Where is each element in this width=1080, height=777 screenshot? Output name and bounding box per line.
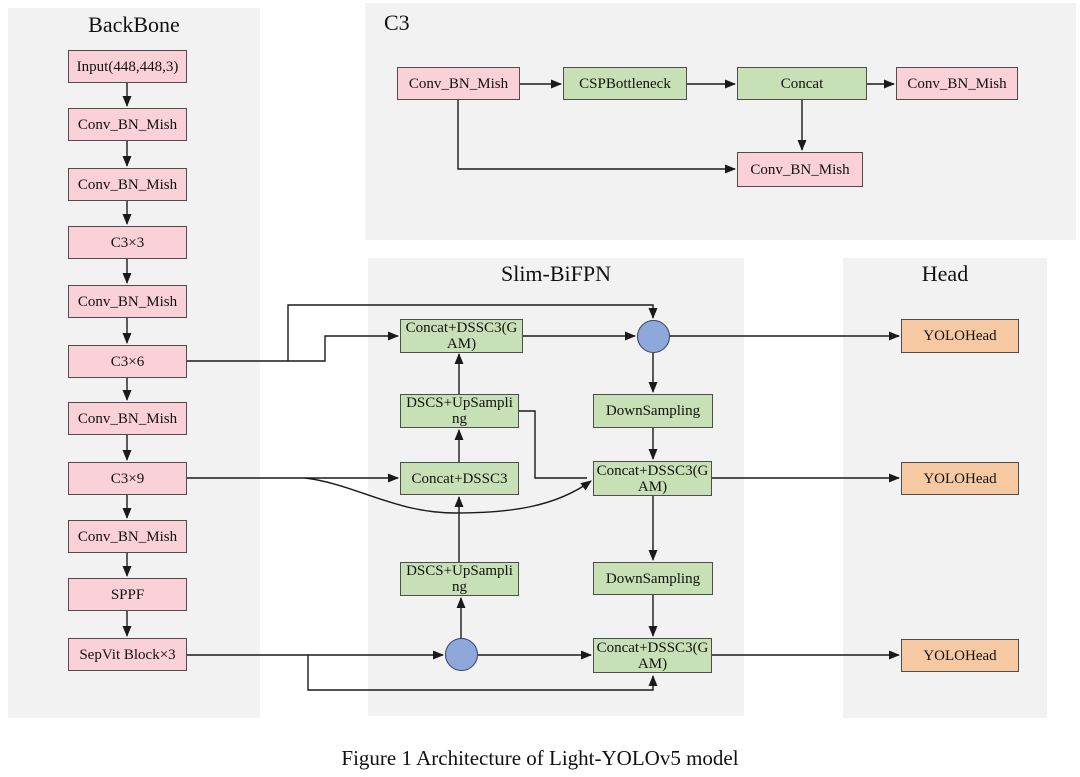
backbone-node-input: Input(448,448,3) xyxy=(68,50,187,83)
backbone-node-conv-bn-mish-1: Conv_BN_Mish xyxy=(68,108,187,141)
backbone-node-c3x6: C3×6 xyxy=(68,345,187,378)
arrow-sepvit-bypass-to-concat-bottom xyxy=(307,655,658,691)
elbow-upsampling1-to-concat-mid xyxy=(519,410,587,479)
figure-caption: Figure 1 Architecture of Light-YOLOv5 mo… xyxy=(341,746,739,770)
slim-node-downsampling-2: DownSampling xyxy=(593,562,713,595)
c3-node-concat: Concat xyxy=(737,67,867,100)
c3-node-conv-bn-mish-in: Conv_BN_Mish xyxy=(397,67,520,100)
backbone-node-sepvit-block: SepVit Block×3 xyxy=(68,638,187,671)
c3-panel xyxy=(365,3,1076,240)
head-node-yolohead-3: YOLOHead xyxy=(901,639,1019,672)
backbone-node-conv-bn-mish-5: Conv_BN_Mish xyxy=(68,520,187,553)
head-title: Head xyxy=(921,261,969,286)
curve-c3x9-to-concat-mid xyxy=(304,477,592,514)
backbone-node-c3x9: C3×9 xyxy=(68,462,187,495)
backbone-node-conv-bn-mish-2: Conv_BN_Mish xyxy=(68,168,187,201)
fusion-circle-icon-2 xyxy=(445,638,478,671)
slim-bifpn-title: Slim-BiFPN xyxy=(500,261,612,286)
c3-title: C3 xyxy=(384,10,410,35)
head-node-yolohead-2: YOLOHead xyxy=(901,462,1019,495)
slim-node-dscs-upsampling-2: DSCS+UpSampli ng xyxy=(400,562,519,596)
slim-node-concat-dssc3-gam-top: Concat+DSSC3(G AM) xyxy=(400,319,523,353)
arrow-c3x6-to-concat-dssc3-gam-top xyxy=(187,331,399,362)
slim-node-concat-dssc3-gam-bottom: Concat+DSSC3(G AM) xyxy=(593,638,712,673)
slim-node-dscs-upsampling-1: DSCS+UpSampli ng xyxy=(400,394,519,428)
backbone-node-conv-bn-mish-3: Conv_BN_Mish xyxy=(68,285,187,318)
arrow-c3x6-to-fusion1 xyxy=(287,304,658,361)
backbone-node-c3x3: C3×3 xyxy=(68,226,187,259)
c3-node-cspbottleneck: CSPBottleneck xyxy=(563,67,687,100)
backbone-node-sppf: SPPF xyxy=(68,578,187,611)
c3-node-conv-bn-mish-out: Conv_BN_Mish xyxy=(896,67,1018,100)
backbone-title: BackBone xyxy=(88,12,180,37)
slim-node-concat-dssc3: Concat+DSSC3 xyxy=(400,462,519,495)
head-node-yolohead-1: YOLOHead xyxy=(901,319,1019,353)
slim-node-concat-dssc3-gam-mid: Concat+DSSC3(G AM) xyxy=(593,461,712,496)
backbone-node-conv-bn-mish-4: Conv_BN_Mish xyxy=(68,402,187,435)
arrow-c3-bypass xyxy=(457,100,736,174)
fusion-circle-icon-1 xyxy=(637,320,670,353)
c3-node-conv-bn-mish-side: Conv_BN_Mish xyxy=(737,152,863,187)
slim-node-downsampling-1: DownSampling xyxy=(593,394,713,428)
